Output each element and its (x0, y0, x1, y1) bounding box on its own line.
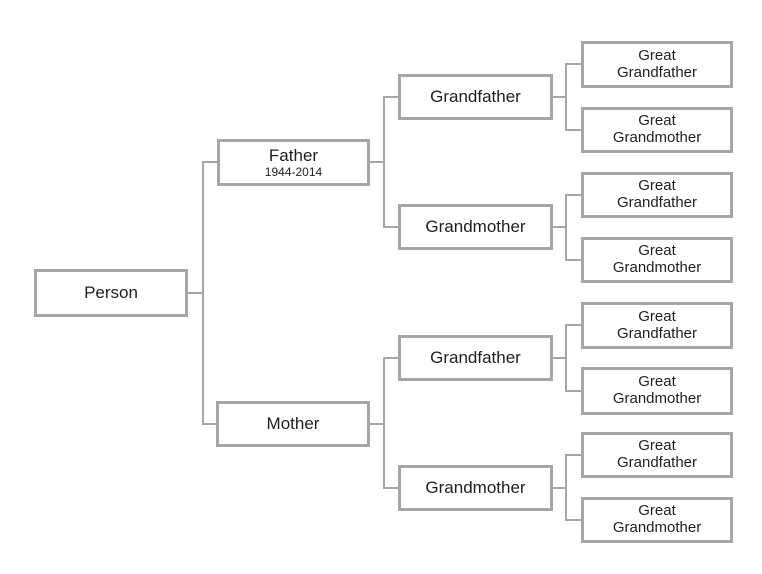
connector-branch-mgm-father (565, 454, 581, 456)
connector-branch-pgf-father (565, 63, 581, 65)
connector-pgm-stub (553, 226, 567, 228)
node-mother-label: Mother (266, 414, 320, 434)
connector-mother-trunk (383, 357, 385, 489)
node-great-grandfather-pgf[interactable]: Great Grandfather (581, 41, 733, 88)
connector-branch-mgf-father (565, 324, 581, 326)
connector-person-stub (188, 292, 204, 294)
node-great-grandfather-mgm-label: Great Grandfather (616, 437, 698, 471)
connector-branch-maternal-grandmother (383, 487, 398, 489)
node-great-grandfather-pgf-label: Great Grandfather (616, 46, 698, 81)
connector-branch-paternal-grandfather (383, 96, 398, 98)
connector-branch-paternal-grandmother (383, 226, 398, 228)
connector-branch-father (202, 161, 217, 163)
connector-mgm-trunk (565, 454, 567, 521)
connector-pgm-trunk (565, 194, 567, 261)
connector-father-stub (370, 161, 385, 163)
node-grandmother-maternal-label: Grandmother (425, 478, 526, 498)
node-father-years: 1944-2014 (264, 164, 323, 179)
connector-branch-pgm-mother (565, 259, 581, 261)
connector-branch-pgf-mother (565, 129, 581, 131)
node-great-grandmother-pgf[interactable]: Great Grandmother (581, 107, 733, 153)
node-mother[interactable]: Mother (216, 401, 370, 447)
node-great-grandmother-mgf-label: Great Grandmother (612, 373, 702, 407)
node-great-grandmother-mgf[interactable]: Great Grandmother (581, 367, 733, 415)
node-great-grandmother-pgm-label: Great Grandmother (612, 242, 702, 276)
connector-mgf-trunk (565, 324, 567, 392)
connector-mgm-stub (553, 487, 567, 489)
connector-mother-stub (370, 423, 385, 425)
node-grandmother-paternal[interactable]: Grandmother (398, 204, 553, 250)
node-grandfather-paternal[interactable]: Grandfather (398, 74, 553, 120)
node-grandfather-maternal[interactable]: Grandfather (398, 335, 553, 381)
connector-father-trunk (383, 96, 385, 228)
node-great-grandfather-mgf-label: Great Grandfather (616, 307, 698, 342)
node-great-grandfather-pgm-label: Great Grandfather (616, 177, 698, 211)
connector-branch-maternal-grandfather (383, 357, 398, 359)
node-great-grandmother-mgm-label: Great Grandmother (612, 502, 702, 536)
node-grandfather-paternal-label: Grandfather (430, 87, 521, 107)
node-father-label: Father (268, 145, 319, 165)
node-great-grandmother-pgf-label: Great Grandmother (612, 112, 702, 146)
node-father[interactable]: Father 1944-2014 (217, 139, 370, 186)
node-grandfather-maternal-label: Grandfather (430, 348, 521, 368)
connector-mgf-stub (553, 357, 567, 359)
node-great-grandfather-mgm[interactable]: Great Grandfather (581, 432, 733, 478)
node-great-grandfather-mgf[interactable]: Great Grandfather (581, 302, 733, 349)
connector-pgf-stub (553, 96, 567, 98)
connector-branch-mother (202, 423, 216, 425)
node-person[interactable]: Person (34, 269, 188, 317)
node-person-label: Person (84, 283, 138, 303)
node-grandmother-maternal[interactable]: Grandmother (398, 465, 553, 511)
connector-branch-pgm-father (565, 194, 581, 196)
connector-branch-mgm-mother (565, 519, 581, 521)
node-great-grandfather-pgm[interactable]: Great Grandfather (581, 172, 733, 218)
node-grandmother-paternal-label: Grandmother (425, 217, 526, 237)
node-great-grandmother-mgm[interactable]: Great Grandmother (581, 497, 733, 543)
node-great-grandmother-pgm[interactable]: Great Grandmother (581, 237, 733, 283)
connector-person-trunk (202, 161, 204, 425)
connector-pgf-trunk (565, 63, 567, 131)
connector-branch-mgf-mother (565, 390, 581, 392)
